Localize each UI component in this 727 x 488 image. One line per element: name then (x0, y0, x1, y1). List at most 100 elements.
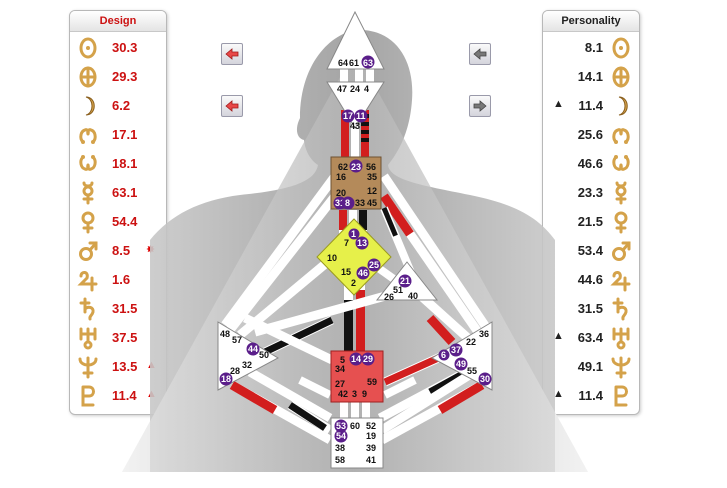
gate-36: 36 (479, 329, 489, 339)
gate-13: 13 (357, 238, 367, 248)
gate-60: 60 (350, 421, 360, 431)
jupiter-icon (609, 267, 633, 293)
gate-47: 47 (337, 84, 347, 94)
exalted-triangle-icon: ▲ (553, 330, 564, 342)
gate-10: 10 (327, 253, 337, 263)
gate-25: 25 (369, 260, 379, 270)
gate-57: 57 (232, 335, 242, 345)
gray-left-arrow-icon (473, 48, 487, 60)
gray-right-arrow-icon (473, 100, 487, 112)
earth-icon (76, 64, 100, 90)
design-row-moon: 6.2 (70, 91, 166, 120)
design-row-earth: 29.3 (70, 62, 166, 91)
design-row-sun: 30.3 (70, 33, 166, 62)
red-left-arrow-icon (225, 100, 239, 112)
spleen-center (217, 321, 280, 391)
personality-row-saturn: 31.5 (543, 294, 639, 323)
gate-8: 8 (345, 198, 350, 208)
gate-18: 18 (221, 374, 231, 384)
design-row-mercury: 63.1 (70, 178, 166, 207)
gate-40: 40 (408, 291, 418, 301)
gate-58: 58 (335, 455, 345, 465)
personality-prev-button[interactable] (469, 43, 491, 65)
design-value: 13.5 (112, 359, 138, 374)
gate-4: 4 (364, 84, 369, 94)
personality-row-uranus: 63.4 ▲ (543, 323, 639, 352)
activation-marker (341, 196, 355, 210)
ajna-center (326, 81, 385, 129)
gate-33: 33 (355, 198, 365, 208)
gate-1: 1 (351, 229, 356, 239)
gate-59: 59 (367, 377, 377, 387)
design-row-saturn: 31.5 (70, 294, 166, 323)
gate-61: 61 (349, 58, 359, 68)
personality-value: 8.1 (584, 40, 603, 55)
activation-marker (219, 372, 233, 386)
activation-marker (349, 352, 363, 366)
activation-marker (334, 419, 348, 433)
gate-43: 43 (350, 121, 360, 131)
mars-icon (609, 238, 633, 264)
design-value: 1.6 (112, 272, 131, 287)
personality-value: 44.6 (577, 272, 603, 287)
personality-row-venus: 21.5 (543, 207, 639, 236)
design-next-button[interactable] (221, 95, 243, 117)
exalted-triangle-icon: ▲ (553, 388, 564, 400)
activation-marker (354, 109, 368, 123)
saturn-icon (609, 296, 633, 322)
personality-value: 14.1 (577, 69, 603, 84)
saturn-icon (76, 296, 100, 322)
design-row-south-node: 18.1 (70, 149, 166, 178)
pluto-icon (609, 383, 633, 409)
gate-22: 22 (466, 337, 476, 347)
personality-row-moon: 11.4▲ (543, 91, 639, 120)
g-center (316, 218, 392, 296)
gate-62: 62 (338, 162, 348, 172)
personality-row-south-node: 46.6 (543, 149, 639, 178)
design-value: 31.5 (112, 301, 138, 316)
personality-next-button[interactable] (469, 95, 491, 117)
personality-value: 53.4 (577, 243, 603, 258)
personality-value: 11.4 (578, 98, 603, 113)
gate-44: 44 (248, 344, 258, 354)
design-row-venus: 54.4 (70, 207, 166, 236)
design-value: 17.1 (112, 127, 138, 142)
personality-value: 46.6 (577, 156, 603, 171)
personality-row-mars: 53.4 (543, 236, 639, 265)
gate-42: 42 (338, 389, 348, 399)
personality-value: 49.1 (577, 359, 603, 374)
neptune-icon (609, 354, 633, 380)
north-node-icon (76, 122, 100, 148)
gate-7: 7 (344, 238, 349, 248)
personality-row-pluto: 11.4▲ (543, 381, 639, 410)
gate-21: 21 (400, 276, 410, 286)
activation-marker (349, 159, 363, 173)
design-value: 37.5 (112, 330, 138, 345)
personality-row-earth: 14.1 (543, 62, 639, 91)
personality-row-north-node: 25.6 (543, 120, 639, 149)
design-panel: Design 30.329.36.217.118.163.154.48.5✸1.… (69, 10, 167, 415)
personality-value: 25.6 (577, 127, 603, 142)
gate-27: 27 (335, 379, 345, 389)
gate-51: 51 (393, 285, 403, 295)
sun-icon (609, 35, 633, 61)
design-value: 18.1 (112, 156, 138, 171)
north-node-icon (609, 122, 633, 148)
gate-45: 45 (367, 198, 377, 208)
activation-marker (398, 274, 412, 288)
design-title: Design (70, 11, 166, 32)
design-value: 8.5 (112, 243, 131, 258)
personality-value: 63.4 (577, 330, 603, 345)
moon-icon (76, 93, 100, 119)
design-prev-button[interactable] (221, 43, 243, 65)
design-value: 6.2 (112, 98, 131, 113)
gate-35: 35 (367, 172, 377, 182)
design-row-north-node: 17.1 (70, 120, 166, 149)
venus-icon (76, 209, 100, 235)
personality-title: Personality (543, 11, 639, 32)
design-row-jupiter: 1.6 (70, 265, 166, 294)
gate-52: 52 (366, 421, 376, 431)
uranus-icon (609, 325, 633, 351)
gate-12: 12 (367, 186, 377, 196)
